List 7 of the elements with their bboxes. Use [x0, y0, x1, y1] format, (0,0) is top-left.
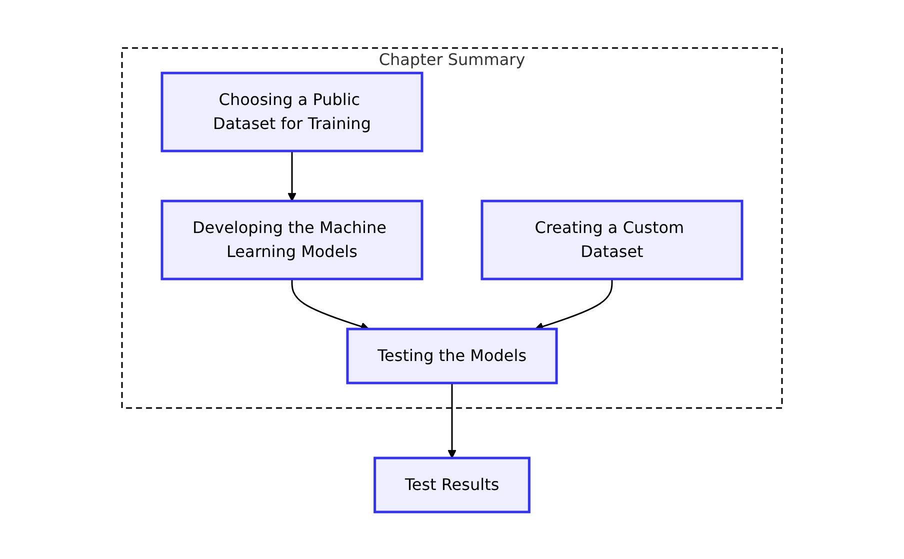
node-box: Testing the Models	[346, 327, 558, 384]
node-box: Test Results	[374, 456, 530, 513]
arrow	[448, 382, 456, 458]
node-box: Developing the Machine Learning Models	[160, 199, 424, 280]
node-box: Choosing a Public Dataset for Training	[160, 71, 424, 152]
node-box: Creating a Custom Dataset	[480, 199, 744, 280]
arrow	[288, 150, 296, 201]
